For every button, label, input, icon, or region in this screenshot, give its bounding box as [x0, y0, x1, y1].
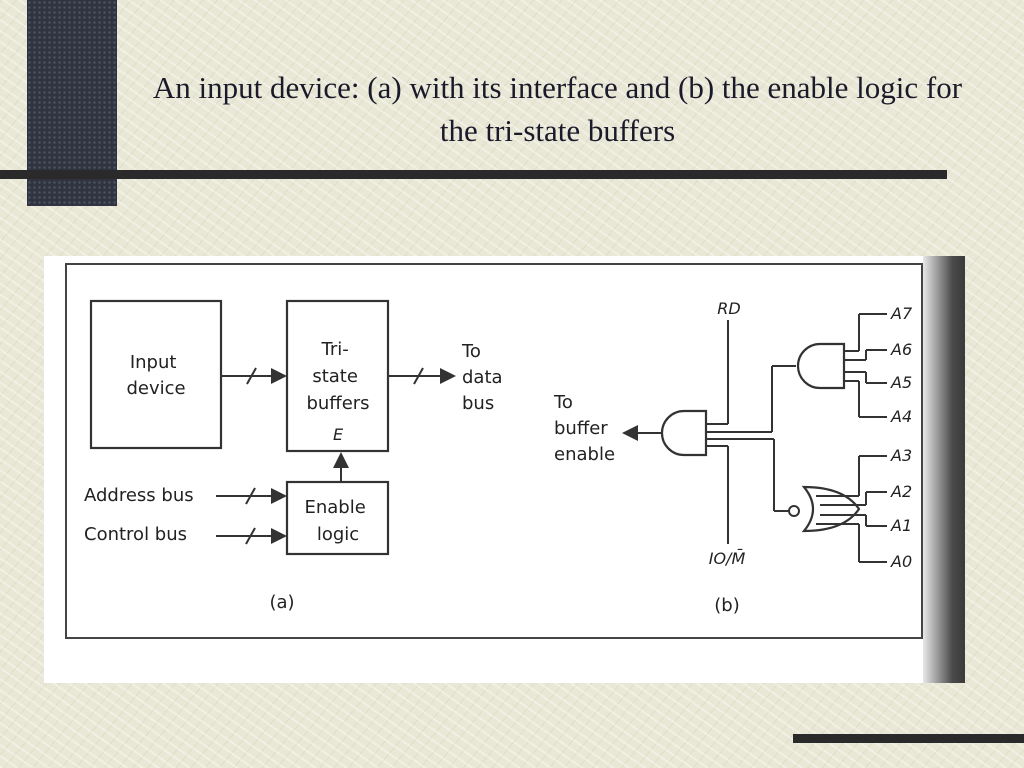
enable-logic-box — [285, 480, 390, 556]
diagram-svg: Input device Tri- state buffers E To dat… — [65, 263, 923, 639]
upper-and-gate — [796, 342, 846, 390]
addr-label-a4: A4 — [890, 407, 912, 426]
bus-slash-2 — [413, 367, 424, 385]
rd-label: RD — [717, 299, 740, 318]
title-rule — [0, 170, 947, 179]
footer-rule — [793, 734, 1024, 743]
bus-slash-4 — [245, 527, 256, 545]
addr-label-a2: A2 — [890, 482, 912, 501]
figure-frame — [65, 263, 923, 639]
input-device-label: Input device — [126, 352, 185, 399]
addr-label-a7: A7 — [890, 304, 913, 323]
to-data-bus-label: To data bus — [461, 341, 508, 414]
figure-shadow — [923, 256, 965, 683]
bus-slash-3 — [245, 487, 256, 505]
nor-bubble — [788, 505, 800, 517]
slide-title: An input device: (a) with its interface … — [152, 70, 963, 148]
addr-label-a3: A3 — [890, 446, 912, 465]
address-bus-label: Address bus — [84, 485, 194, 506]
caption-a: (a) — [269, 592, 294, 613]
io-m-label: IO/M̄ — [709, 549, 746, 568]
enable-pin-label: E — [333, 425, 344, 444]
caption-b: (b) — [714, 595, 739, 616]
addr-label-a5: A5 — [890, 373, 912, 392]
diagram-figure: Input device Tri- state buffers E To dat… — [44, 256, 965, 683]
enable-logic-label: Enable logic — [304, 497, 371, 545]
control-bus-label: Control bus — [84, 524, 187, 545]
bus-slash-1 — [246, 367, 257, 385]
addr-label-a6: A6 — [890, 340, 912, 359]
tristate-buffers-box — [285, 299, 390, 453]
addr-label-a0: A0 — [890, 552, 912, 571]
tristate-buffers-label: Tri- state buffers — [306, 339, 369, 414]
addr-label-a1: A1 — [890, 516, 912, 535]
output-and-gate — [660, 409, 708, 457]
input-device-box — [89, 299, 223, 450]
to-buffer-enable-label: To buffer enable — [553, 392, 615, 465]
